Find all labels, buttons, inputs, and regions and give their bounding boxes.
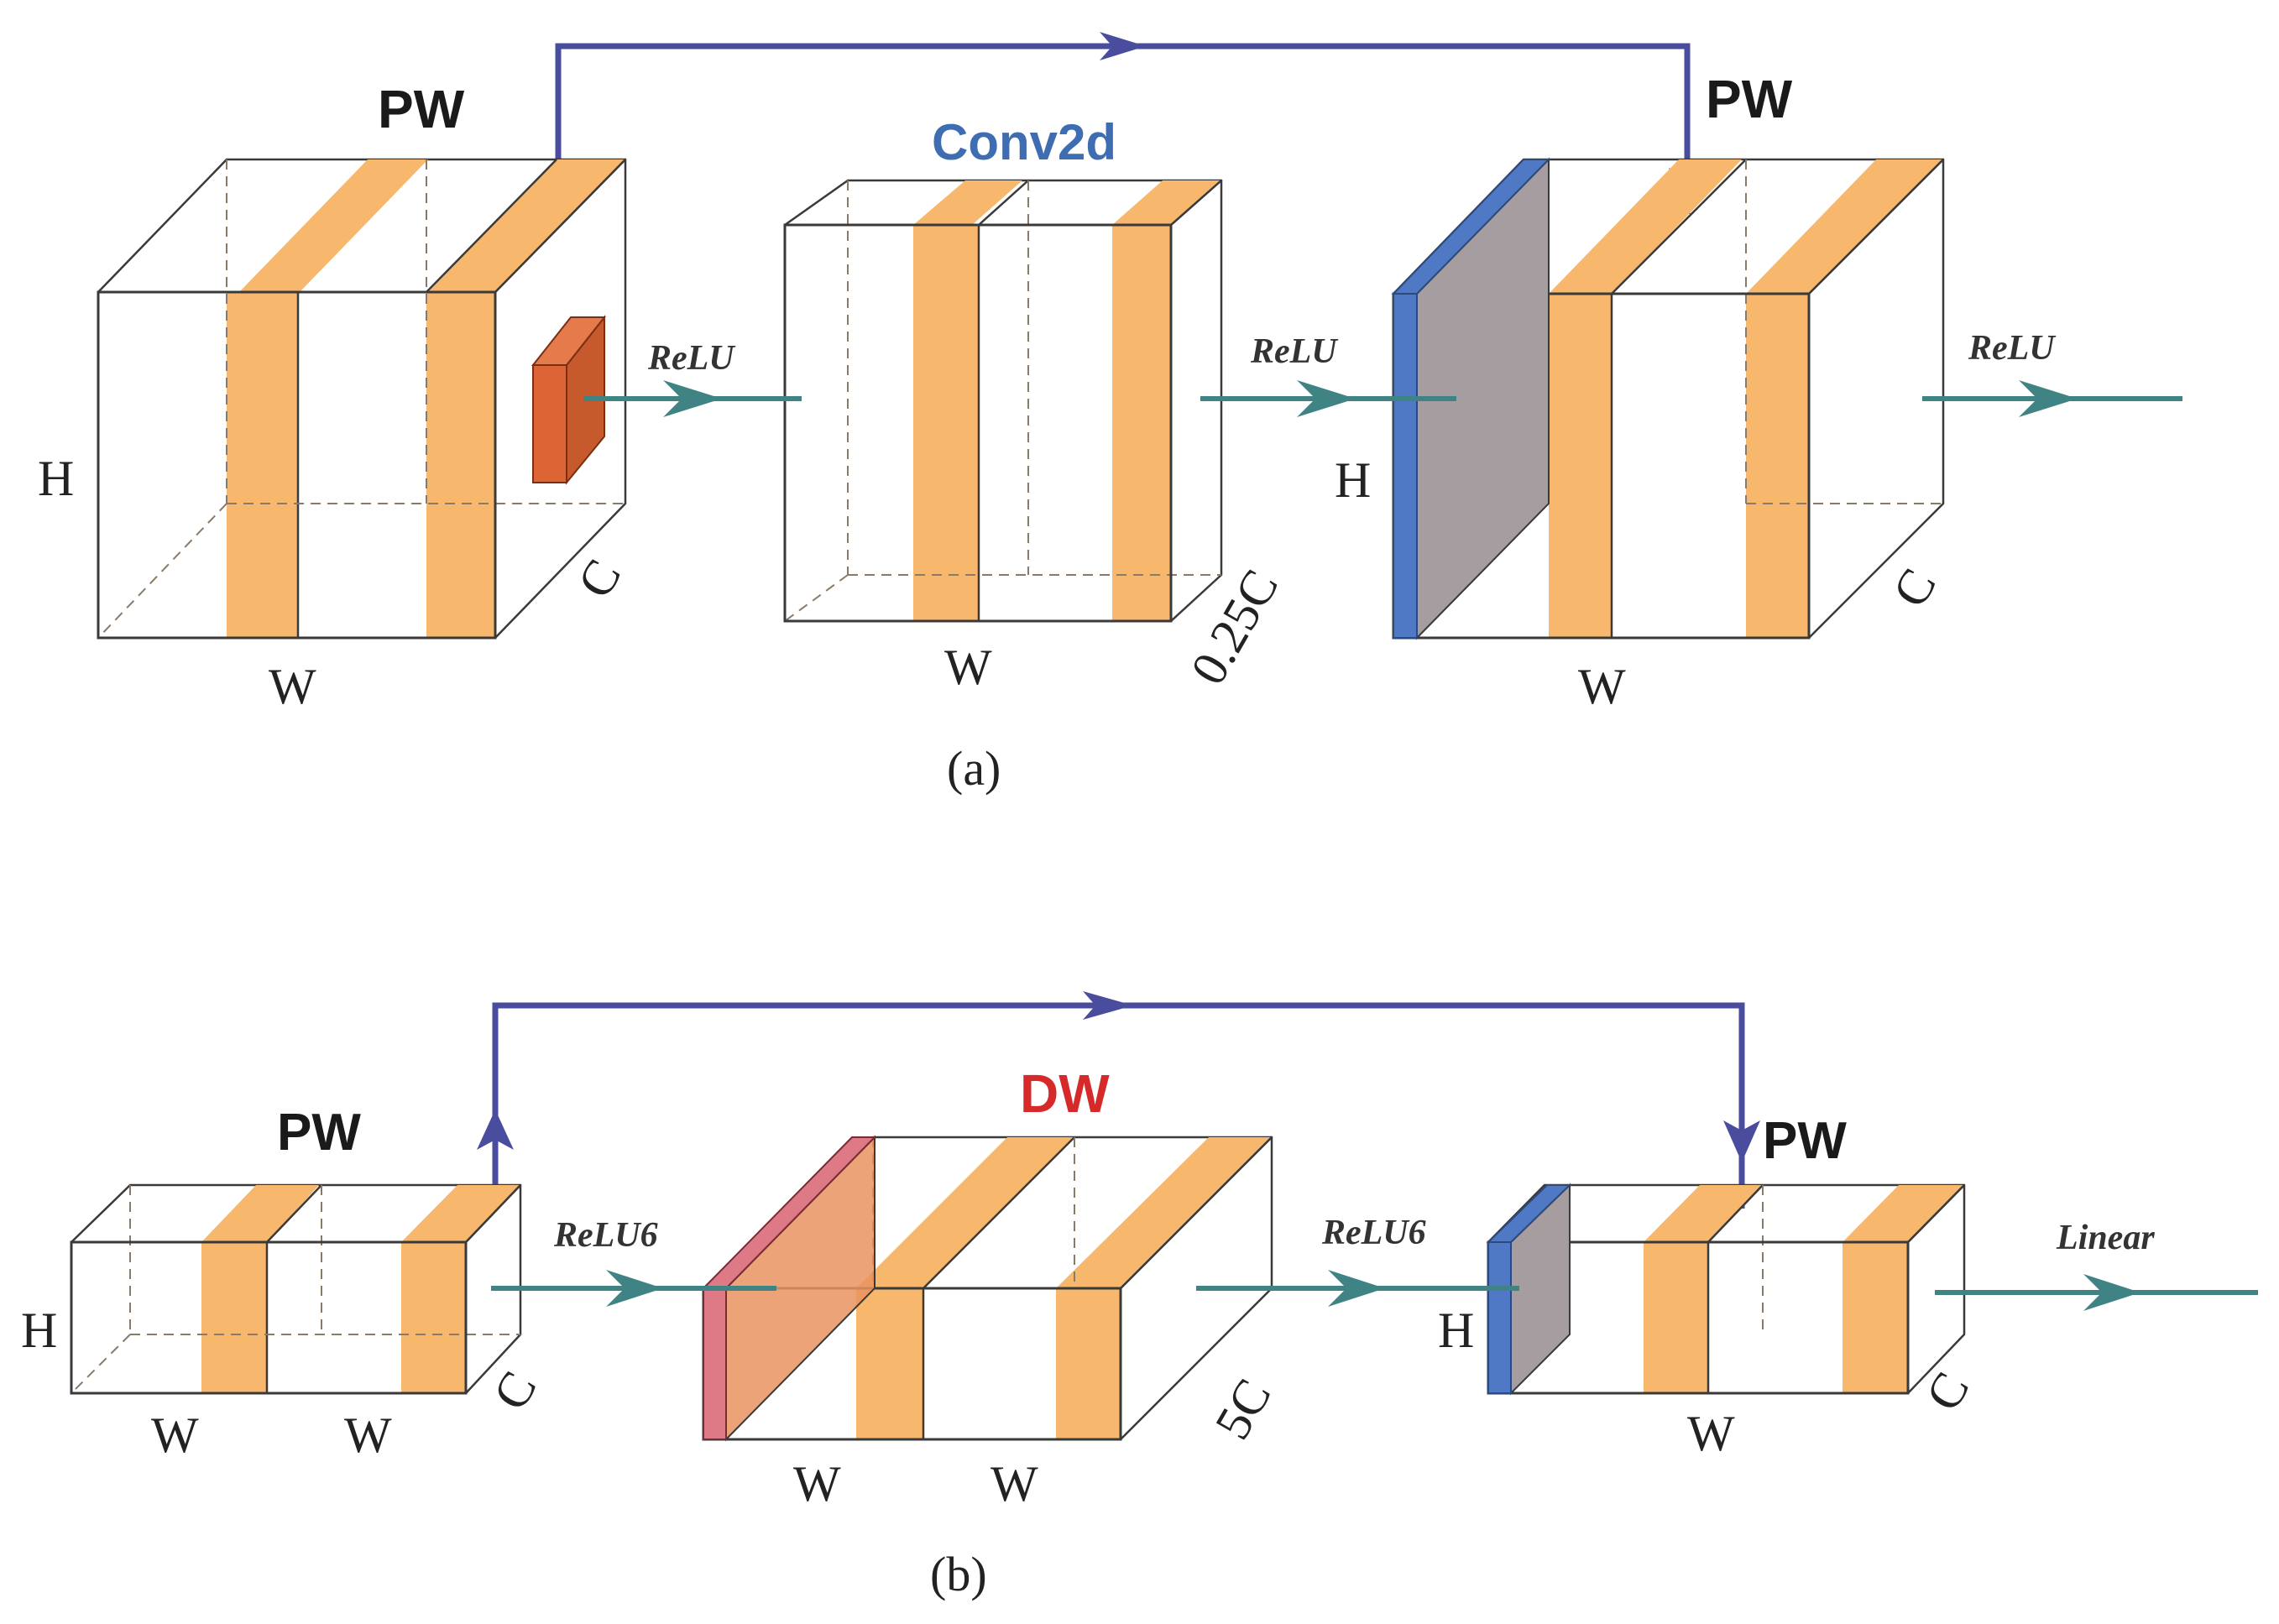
- relu-label-a3: ReLU: [1968, 329, 2057, 368]
- cube-b2-dw: [701, 1135, 1273, 1442]
- pw-label-b3: PW: [1763, 1112, 1847, 1170]
- height-label-a3: H: [1335, 452, 1371, 508]
- skip-arrow-head: [1100, 32, 1146, 60]
- cube-a1-top-band-2: [428, 159, 625, 292]
- width-label-b2-1: W: [793, 1456, 841, 1512]
- height-label-b1: H: [21, 1303, 57, 1358]
- conv2d-label: Conv2d: [932, 114, 1116, 170]
- depth-label-b3: C: [1915, 1363, 1979, 1420]
- dw-label: DW: [1020, 1063, 1110, 1124]
- width-label-a1: W: [269, 659, 316, 714]
- relu-label-a2: ReLU: [1250, 332, 1339, 371]
- caption-b: (b): [930, 1547, 987, 1601]
- cube-a1-pw: [97, 158, 627, 640]
- depth-label-a1: C: [567, 550, 631, 607]
- cube-a2-conv2d: [783, 179, 1223, 623]
- height-label-b3: H: [1438, 1303, 1474, 1358]
- skip-connection-b: [477, 991, 1760, 1209]
- depth-label-b2: 5C: [1205, 1370, 1282, 1449]
- width-label-b1-2: W: [344, 1407, 392, 1463]
- cube-a1-band-2: [426, 292, 495, 638]
- cube-a3-pw: [1391, 157, 1945, 640]
- relu6-label-b2: ReLU6: [1321, 1214, 1426, 1252]
- relu-label-a1: ReLU: [647, 339, 736, 378]
- width-label-a3: W: [1578, 659, 1626, 714]
- cube-b3-pw: [1486, 1183, 1966, 1396]
- cube-a1-band-1: [227, 292, 298, 638]
- pw-label-a1: PW: [378, 79, 465, 139]
- caption-a: (a): [947, 741, 1001, 796]
- linear-label-b3: Linear: [2056, 1219, 2155, 1257]
- pink-channel-panel: [703, 1287, 727, 1440]
- pw-label-a3: PW: [1706, 69, 1793, 129]
- width-label-b1-1: W: [151, 1407, 199, 1463]
- blue-channel-panel: [1393, 293, 1418, 639]
- width-label-a2: W: [944, 640, 992, 695]
- cube-a1-top-band-1: [239, 159, 428, 292]
- depth-label-a3: C: [1882, 559, 1947, 616]
- width-label-b3: W: [1687, 1406, 1735, 1461]
- width-label-b2-2: W: [991, 1456, 1038, 1512]
- panel-a: PW H W C ReLU Conv2d W 0.25C ReLU PW H W…: [38, 32, 2182, 796]
- panel-b: PW H W W C ReLU6 DW W W 5C ReLU6 PW H W …: [21, 991, 2258, 1601]
- pw-label-b1: PW: [277, 1104, 361, 1162]
- depth-label-a2: 0.25C: [1180, 561, 1289, 694]
- cube-b1-pw: [70, 1183, 522, 1395]
- kernel: [532, 364, 567, 483]
- depth-label-b1: C: [483, 1362, 547, 1419]
- height-label-a1: H: [38, 451, 74, 506]
- relu6-label-b1: ReLU6: [553, 1216, 658, 1255]
